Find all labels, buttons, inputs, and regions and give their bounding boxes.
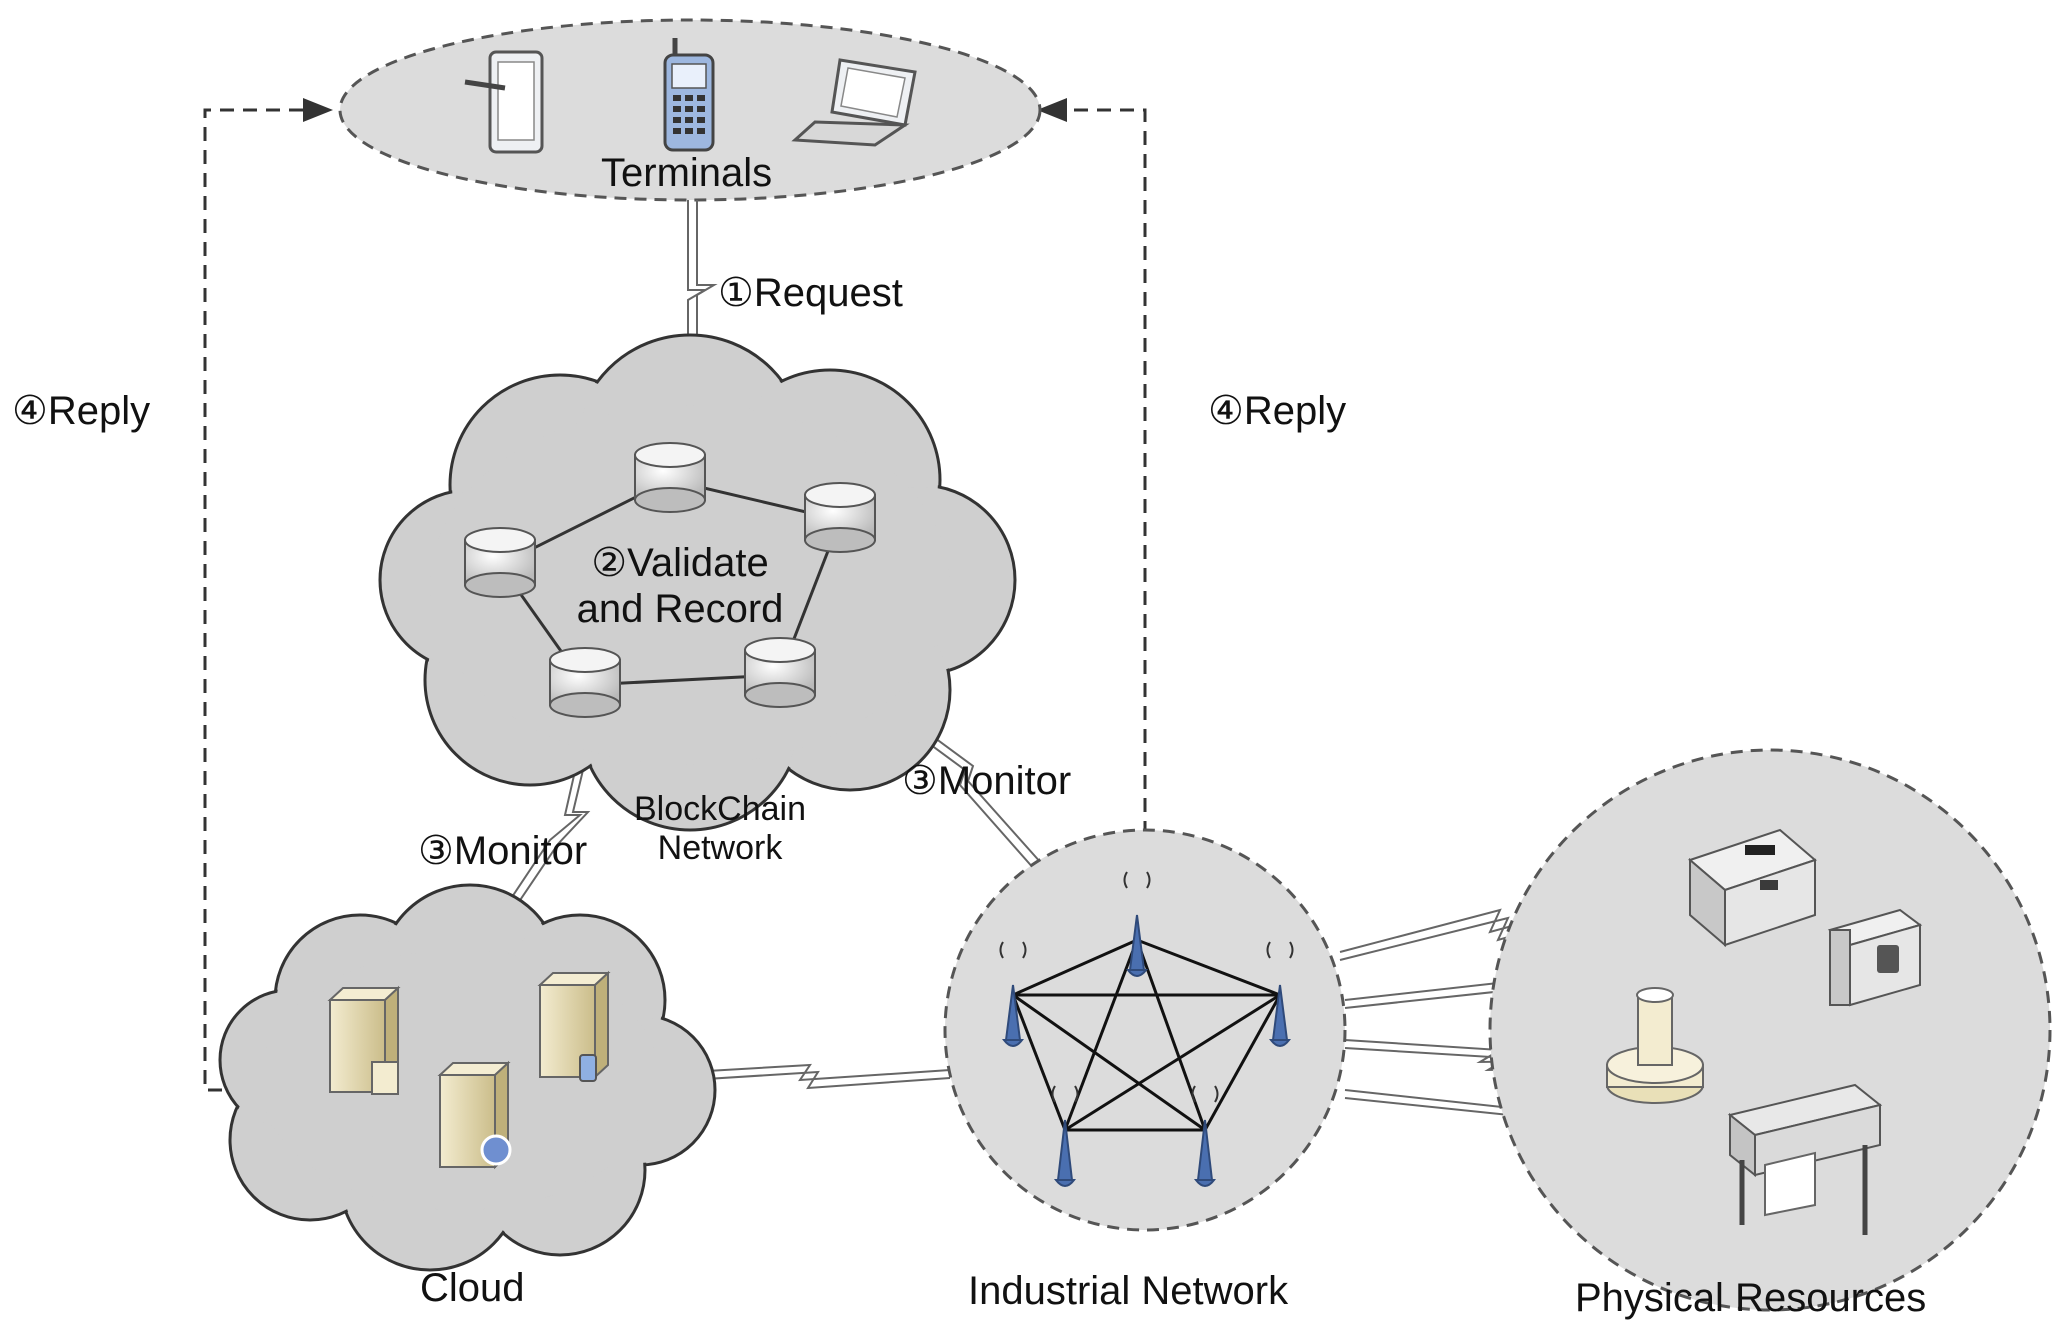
- mobile-phone-icon: [663, 38, 715, 152]
- plotter-icon: [1727, 1083, 1883, 1235]
- tablet-icon: [464, 50, 544, 154]
- blockchain-node-icon: [464, 442, 876, 718]
- cloud-label: Cloud: [420, 1266, 525, 1310]
- step-validate-line-1: ②Validate: [591, 541, 769, 585]
- camera-icon: [1827, 908, 1923, 1007]
- step-validate-line-2: and Record: [576, 587, 784, 631]
- step-reply-left-label: ④Reply: [12, 389, 151, 433]
- physical-resources-label: Physical Resources: [1575, 1276, 1927, 1320]
- step-reply-right-label: ④Reply: [1208, 389, 1347, 433]
- step-request-label: ①Request: [718, 271, 903, 315]
- step-monitor-left-label: ③Monitor: [418, 829, 588, 873]
- industrial-network-group: [943, 828, 1347, 1232]
- reply-left-arrow: [203, 98, 333, 1092]
- laptop-icon: [791, 58, 917, 147]
- server-icon: [327, 970, 611, 1170]
- blockchain-cloud: [378, 333, 1017, 832]
- link-cloud-industrial: [689, 1063, 951, 1090]
- terminals-label: Terminals: [601, 151, 773, 195]
- blockchain-network-line-1: BlockChain: [634, 790, 806, 828]
- cloud-group: [218, 883, 717, 1272]
- reply-right-arrow: [1037, 98, 1147, 835]
- antenna-tower-icon: [1001, 914, 1292, 1187]
- robot-arm-icon: [1606, 987, 1704, 1104]
- link-monitor-left: [499, 704, 599, 919]
- blockchain-network-label: BlockChain Network: [610, 790, 830, 868]
- link-request: [687, 200, 718, 380]
- blockchain-network-line-2: Network: [657, 829, 783, 868]
- industrial-network-label: Industrial Network: [968, 1269, 1289, 1313]
- terminals-group: [338, 18, 1042, 202]
- step-validate-label: ②Validate and Record: [570, 540, 790, 632]
- physical-resources-group: [1488, 748, 2052, 1312]
- step-monitor-right-label: ③Monitor: [902, 759, 1072, 803]
- printer-icon: [1688, 828, 1817, 948]
